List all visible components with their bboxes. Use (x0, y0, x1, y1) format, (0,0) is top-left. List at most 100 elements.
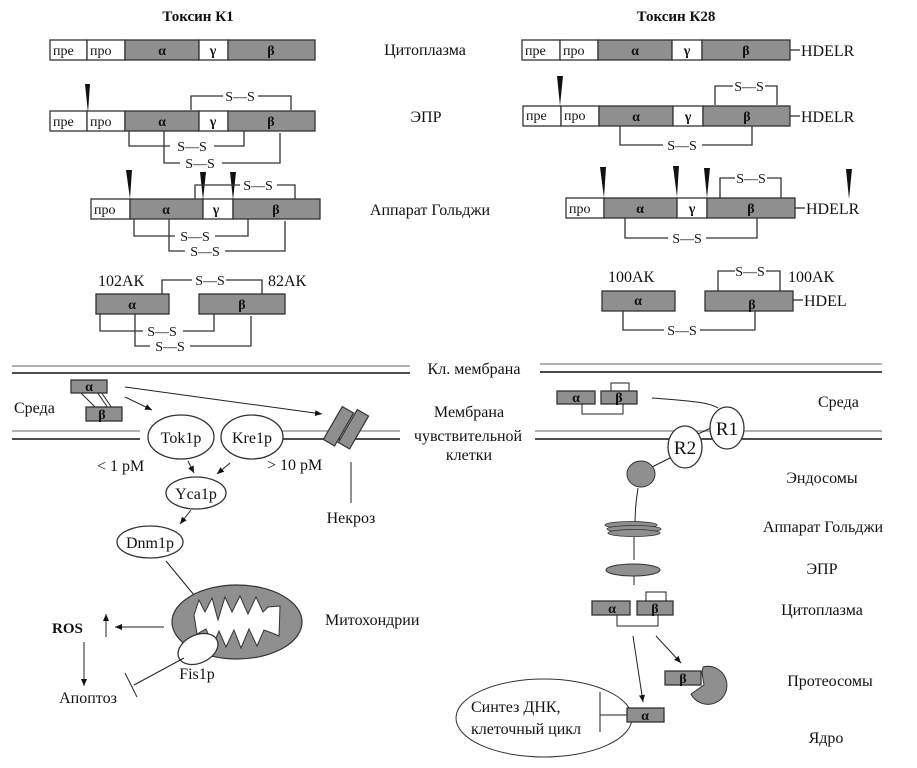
beta-label: β (679, 672, 686, 687)
alpha-label: α (158, 44, 166, 59)
cleavage-site-icon (673, 166, 679, 197)
proteasome-icon (690, 665, 728, 705)
disulfide-label: S—S (735, 265, 765, 280)
k1-precursor-cytoplasm: пре про α γ β (49, 39, 316, 61)
disulfide-label: S—S (155, 340, 185, 355)
alpha-length-label: 100АК (608, 269, 655, 286)
pro-label: про (569, 202, 591, 217)
alpha-label: α (634, 294, 642, 309)
disulfide-label: S—S (225, 90, 255, 105)
tok1p-receptor (147, 414, 215, 460)
alpha-label: α (631, 44, 639, 59)
dnm1p-protein (116, 525, 184, 559)
cleavage-site-icon (126, 170, 132, 199)
endosomes-label: Эндосомы (786, 470, 858, 487)
alpha-label: α (85, 380, 93, 395)
alpha-label: α (608, 602, 616, 617)
alpha-label: α (162, 203, 170, 218)
k28-precursor-golgi: S—S про α γ β HDELR S—S (565, 166, 860, 247)
alpha-label: α (632, 110, 640, 125)
cleavage-site-icon (557, 76, 563, 106)
k28-alpha-subunit (591, 600, 631, 616)
disulfide-label: S—S (180, 230, 210, 245)
beta-label: β (272, 203, 279, 218)
beta-label: β (742, 44, 749, 59)
r1-receptor (709, 406, 745, 450)
disulfide-label: S—S (736, 172, 766, 187)
disulfide-label: S—S (672, 232, 702, 247)
beta-label: β (743, 110, 750, 125)
disulfide-label: S—S (667, 139, 697, 154)
beta-label: β (98, 408, 105, 423)
beta-length-label: 82АК (268, 273, 307, 290)
mitochondria-label: Митохондрии (325, 612, 420, 629)
k28-title: Токсин К28 (637, 9, 716, 25)
dna-synthesis-label-2: клеточный цикл (471, 721, 581, 738)
k28-beta-subunit (600, 390, 638, 405)
golgi-apparatus (604, 521, 662, 537)
hdel-label: HDEL (804, 293, 847, 310)
er-label: ЭПР (806, 561, 837, 578)
k28-beta-subunit (636, 600, 674, 616)
pro-label: про (563, 44, 585, 59)
cleavage-site-icon (600, 167, 606, 198)
disulfide-label: S—S (147, 325, 177, 340)
yca1p-protein (165, 476, 227, 510)
disulfide-label: S—S (190, 245, 220, 260)
beta-label: β (651, 602, 658, 617)
alpha-label: α (572, 391, 580, 406)
nucleus (455, 678, 633, 758)
k28-precursor-er: S—S пре про α γ β HDELR S—S (522, 76, 855, 154)
gamma-label: γ (209, 115, 217, 130)
sensitive-membrane-label-2: чувствительной (414, 428, 523, 445)
disulfide-label: S—S (177, 140, 207, 155)
hdelr-label: HDELR (801, 109, 855, 126)
cleavage-site-icon (704, 168, 710, 198)
proteasomes-label: Протеосомы (787, 673, 873, 690)
r1-label: R1 (716, 419, 738, 440)
er-organelle (605, 563, 661, 577)
alpha-length-label: 102АК (98, 273, 145, 290)
ros-label: ROS (52, 621, 83, 637)
k28-pathway: Среда α β R1 R2 Эндосомы Аппарат Гольджи… (455, 382, 884, 758)
disulfide-label: S—S (243, 179, 273, 194)
high-concentration-label: > 10 pM (267, 457, 322, 474)
pro-label: про (564, 109, 586, 124)
nucleus-label: Ядро (809, 730, 844, 747)
pre-label: пре (525, 44, 546, 59)
apoptosis-label: Апоптоз (59, 690, 117, 707)
k1-pathway: Среда α β Tok1p Kre1p < 1 pM > 10 pM Нек… (14, 379, 420, 707)
alpha-label: α (158, 115, 166, 130)
kre1p-label: Kre1p (232, 430, 272, 447)
k1-precursor-golgi: S—S про α γ β S—S S—S (90, 170, 321, 260)
sensitive-membrane-label-3: клетки (446, 447, 493, 464)
kre1p-receptor (220, 414, 284, 460)
k1-mature-toxin: 102АК 82АК S—S α β S—S S—S (95, 273, 307, 355)
beta-label: β (615, 391, 622, 406)
k28-beta-subunit (664, 670, 702, 686)
disulfide-label: S—S (185, 157, 215, 172)
beta-label: β (267, 44, 274, 59)
cell-membrane-label: Кл. мембрана (428, 361, 521, 378)
hdelr-label: HDELR (801, 43, 855, 60)
r2-label: R2 (674, 438, 696, 459)
gamma-label: γ (212, 203, 220, 218)
k1-title: Токсин К1 (162, 9, 233, 25)
beta-label: β (267, 115, 274, 130)
disulfide-label: S—S (195, 274, 225, 289)
k1-precursor-er: S—S пре про α γ β S—S S—S (49, 84, 316, 172)
golgi-label: Аппарат Гольджи (763, 519, 884, 536)
pro-label: про (90, 44, 112, 59)
yca1p-label: Yca1p (175, 486, 217, 503)
dnm1p-label: Dnm1p (126, 535, 174, 552)
cleavage-site-icon (85, 84, 90, 113)
k28-precursor-cytoplasm: пре про α γ β HDELR (521, 39, 855, 61)
k28-alpha-subunit (556, 390, 596, 405)
sensitive-membrane-label-1: Мембрана (434, 404, 504, 421)
r2-receptor (667, 425, 703, 469)
alpha-label: α (636, 202, 644, 217)
medium-label: Среда (14, 400, 55, 417)
k1-alpha-subunit (70, 379, 108, 394)
endosome (626, 460, 656, 488)
